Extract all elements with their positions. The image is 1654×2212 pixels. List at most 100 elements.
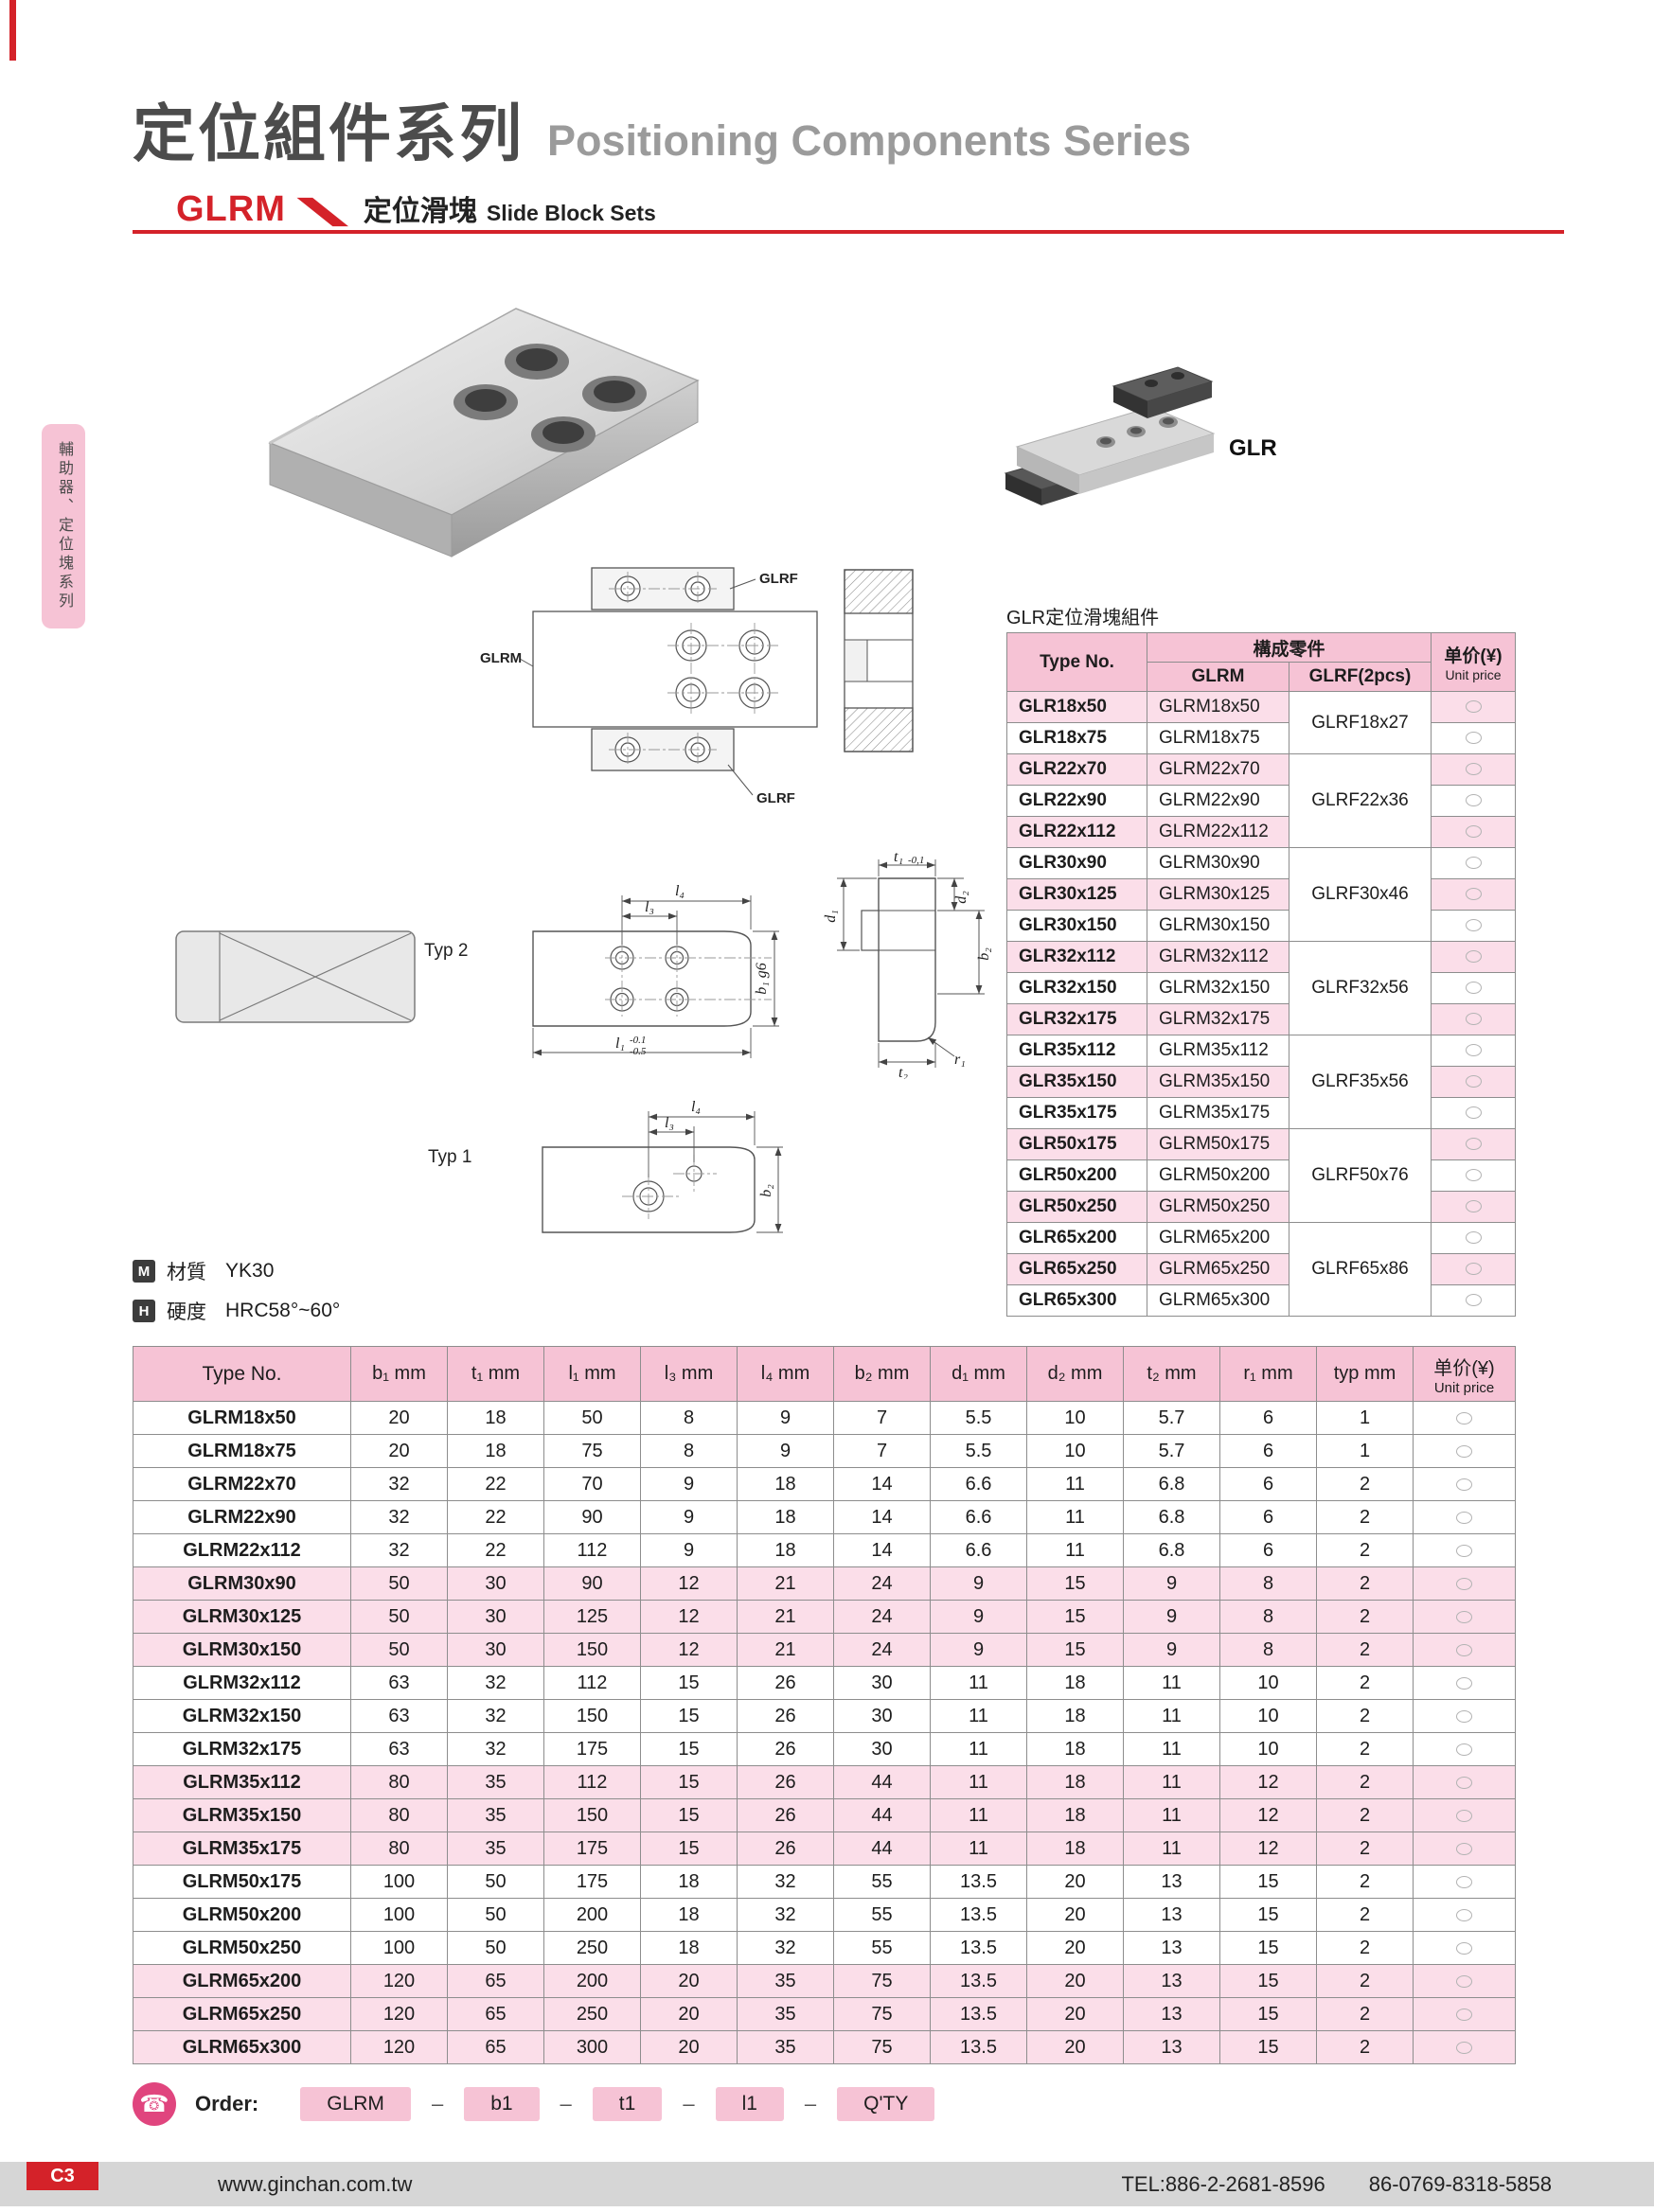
dim-value-cell: 63: [350, 1699, 448, 1733]
assembly-glrm-cell: GLRM22x90: [1147, 785, 1289, 817]
glrm-product-photo: [268, 308, 700, 557]
dim-value-cell: 65: [447, 2030, 544, 2064]
dim-value-cell: 20: [640, 1997, 738, 2031]
dim-price-cell: [1413, 1533, 1516, 1567]
order-part: b1: [464, 2087, 540, 2121]
order-separator: –: [804, 2092, 817, 2115]
dim-value-cell: 44: [833, 1832, 931, 1866]
order-part: t1: [592, 2087, 663, 2121]
dim-value-cell: 24: [833, 1633, 931, 1667]
glr-base-plate: [1015, 406, 1216, 494]
unit-price-circle-icon: [1456, 1610, 1472, 1623]
dim-value-cell: 6.8: [1123, 1533, 1220, 1567]
dim-header-cell: r₁ mm: [1219, 1346, 1317, 1402]
dim-value-cell: 26: [737, 1832, 834, 1866]
dim-value-cell: 200: [543, 1964, 641, 1998]
dim-value-cell: 12: [640, 1633, 738, 1667]
assembly-glrm-cell: GLRM50x200: [1147, 1159, 1289, 1192]
order-label: Order:: [195, 2092, 259, 2115]
dim-price-cell: [1413, 1566, 1516, 1601]
dim-value-cell: 200: [543, 1898, 641, 1932]
assembly-header-price-zh: 单价(¥): [1444, 646, 1503, 666]
dim-type-cell: GLRM22x112: [133, 1533, 351, 1567]
dim-value-cell: 20: [640, 2030, 738, 2064]
unit-price-circle-icon: [1465, 1044, 1482, 1057]
unit-price-circle-icon: [1465, 1294, 1482, 1307]
assembly-price-cell: [1431, 722, 1517, 754]
dim-value-cell: 2: [1316, 2030, 1414, 2064]
dim-value-cell: 150: [543, 1699, 641, 1733]
assembly-price-cell: [1431, 753, 1517, 786]
dim-value-cell: 18: [447, 1434, 544, 1468]
dim-type-cell: GLRM30x125: [133, 1600, 351, 1634]
dim-value-cell: 11: [1026, 1467, 1124, 1501]
unit-price-circle-icon: [1456, 1743, 1472, 1756]
dim-value-cell: 18: [1026, 1732, 1124, 1766]
dim-value-cell: 112: [543, 1765, 641, 1799]
dim-value-cell: 35: [737, 1997, 834, 2031]
dim-value-cell: 10: [1219, 1699, 1317, 1733]
typ1-caption: Typ 1: [428, 1147, 472, 1167]
dim-value-cell: 21: [737, 1633, 834, 1667]
dim-d1-label: d₁: [823, 910, 839, 923]
dim-value-cell: 11: [1123, 1699, 1220, 1733]
dim-price-cell: [1413, 1997, 1516, 2031]
assembly-type-cell: GLR50x200: [1006, 1159, 1147, 1192]
dim-value-cell: 15: [1219, 1964, 1317, 1998]
footer-tel-2: 86-0769-8318-5858: [1368, 2171, 1552, 2196]
dim-value-cell: 65: [447, 1997, 544, 2031]
dim-value-cell: 15: [1219, 1865, 1317, 1899]
dim-value-cell: 9: [737, 1401, 834, 1435]
assembly-price-cell: [1431, 816, 1517, 848]
dim-value-cell: 9: [1123, 1600, 1220, 1634]
unit-price-circle-icon: [1465, 763, 1482, 776]
dim-value-cell: 2: [1316, 1500, 1414, 1534]
dim-value-cell: 112: [543, 1666, 641, 1700]
dim-type-cell: GLRM65x200: [133, 1964, 351, 1998]
dim-value-cell: 75: [833, 1997, 931, 2031]
dim-value-cell: 75: [543, 1434, 641, 1468]
unit-price-circle-icon: [1465, 1106, 1482, 1120]
dim-value-cell: 20: [350, 1401, 448, 1435]
assembly-type-cell: GLR50x175: [1006, 1128, 1147, 1160]
dim-price-cell: [1413, 1401, 1516, 1435]
dim-value-cell: 15: [640, 1798, 738, 1832]
dim-value-cell: 13: [1123, 1997, 1220, 2031]
series-name-en: Slide Block Sets: [486, 201, 656, 225]
label-glrm: GLRM: [480, 650, 522, 666]
dim-value-cell: 50: [350, 1566, 448, 1601]
dim-value-cell: 15: [1026, 1600, 1124, 1634]
assembly-glrf-cell: GLRF50x76: [1288, 1128, 1432, 1223]
unit-price-circle-icon: [1465, 1200, 1482, 1213]
dim-price-cell: [1413, 2030, 1516, 2064]
assembly-glrm-cell: GLRM50x175: [1147, 1128, 1289, 1160]
dim-value-cell: 26: [737, 1666, 834, 1700]
dim-b2-label: b₂: [758, 1184, 774, 1197]
dim-value-cell: 6: [1219, 1434, 1317, 1468]
label-glrf-top: GLRF: [759, 571, 798, 587]
dim-value-cell: 5.7: [1123, 1434, 1220, 1468]
sidebar-tab-text: 輔助器、定位塊系列: [56, 441, 72, 611]
dim-value-cell: 175: [543, 1732, 641, 1766]
assembly-type-cell: GLR30x125: [1006, 878, 1147, 911]
dim-value-cell: 13.5: [930, 2030, 1027, 2064]
dim-value-cell: 80: [350, 1832, 448, 1866]
unit-price-circle-icon: [1465, 1263, 1482, 1276]
dim-value-cell: 32: [447, 1732, 544, 1766]
dim-type-cell: GLRM65x300: [133, 2030, 351, 2064]
unit-price-circle-icon: [1456, 1544, 1472, 1557]
dim-header-price-en: Unit price: [1433, 1379, 1495, 1396]
dim-t1-tol: -0,1: [908, 855, 924, 866]
page-code-badge: C3: [27, 2162, 98, 2190]
assembly-type-cell: GLR30x90: [1006, 847, 1147, 879]
dim-type-cell: GLRM18x50: [133, 1401, 351, 1435]
unit-price-circle-icon: [1456, 2041, 1472, 2054]
dim-value-cell: 9: [640, 1500, 738, 1534]
dim-price-cell: [1413, 1832, 1516, 1866]
dim-header-price: 单价(¥)Unit price: [1413, 1346, 1516, 1402]
